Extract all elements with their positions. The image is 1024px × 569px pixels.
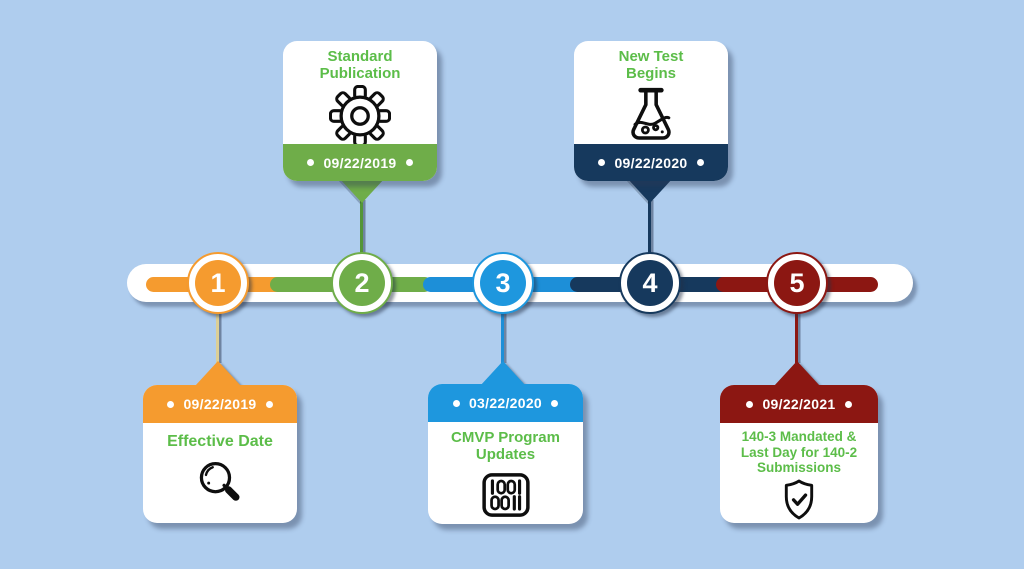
dot-icon (167, 400, 175, 408)
connector-line-2 (360, 200, 363, 256)
dot-icon (452, 399, 460, 407)
timeline-node-5: 5 (766, 252, 828, 314)
card-date: 09/22/2020 (614, 154, 688, 171)
timeline-node-4: 4 (619, 252, 681, 314)
card-date: 09/22/2019 (323, 154, 397, 171)
timeline-node-2: 2 (331, 252, 393, 314)
dot-icon (746, 400, 754, 408)
node-number: 2 (339, 260, 385, 306)
dot-icon (598, 159, 606, 166)
card-title: 140-3 Mandated & Last Day for 140-2 Subm… (740, 429, 858, 476)
connector-line-5 (795, 311, 798, 363)
milestone-card-standard-publication: Standard Publication 09/22/2019 (283, 41, 437, 181)
timeline-node-3: 3 (472, 252, 534, 314)
date-band: 03/22/2020 (428, 384, 583, 422)
date-band: 09/22/2019 (283, 144, 437, 181)
date-band: 09/22/2019 (143, 385, 297, 423)
card-date: 09/22/2019 (183, 396, 257, 412)
card-title: New Test Begins (618, 48, 684, 83)
card-pointer-5 (774, 361, 820, 386)
node-number: 5 (774, 260, 820, 306)
dot-icon (551, 399, 559, 407)
card-title: Effective Date (167, 433, 273, 450)
gear-icon (329, 84, 391, 147)
card-date: 09/22/2021 (762, 396, 836, 412)
connector-line-1 (216, 311, 219, 363)
node-number: 3 (480, 260, 526, 306)
date-band: 09/22/2021 (720, 385, 878, 423)
node-number: 1 (195, 260, 241, 306)
card-pointer-4 (627, 178, 673, 203)
dot-icon (844, 400, 852, 408)
milestone-card-cmvp-program-updates: 03/22/2020 CMVP Program Updates (428, 384, 583, 524)
magnifier-icon (199, 462, 240, 502)
milestone-card-140-3-mandated: 09/22/2021 140-3 Mandated & Last Day for… (720, 385, 878, 523)
flask-icon (631, 87, 671, 140)
milestone-card-new-test-begins: New Test Begins 09/22/2020 (574, 41, 728, 181)
card-date: 03/22/2020 (468, 395, 543, 411)
node-number: 4 (627, 260, 673, 306)
binary-icon (481, 472, 530, 517)
card-pointer-3 (480, 361, 526, 386)
connector-line-4 (648, 200, 651, 256)
timeline-node-1: 1 (187, 252, 249, 314)
card-pointer-1 (195, 361, 241, 386)
dot-icon (265, 400, 273, 408)
shield-check-icon (784, 479, 814, 520)
card-title: Standard Publication (319, 48, 401, 83)
connector-line-3 (501, 311, 504, 363)
dot-icon (307, 159, 315, 166)
milestone-card-effective-date: 09/22/2019 Effective Date (143, 385, 297, 523)
card-title: CMVP Program Updates (451, 429, 560, 464)
dot-icon (405, 159, 413, 166)
card-pointer-2 (339, 178, 385, 203)
dot-icon (696, 159, 704, 166)
date-band: 09/22/2020 (574, 144, 728, 181)
